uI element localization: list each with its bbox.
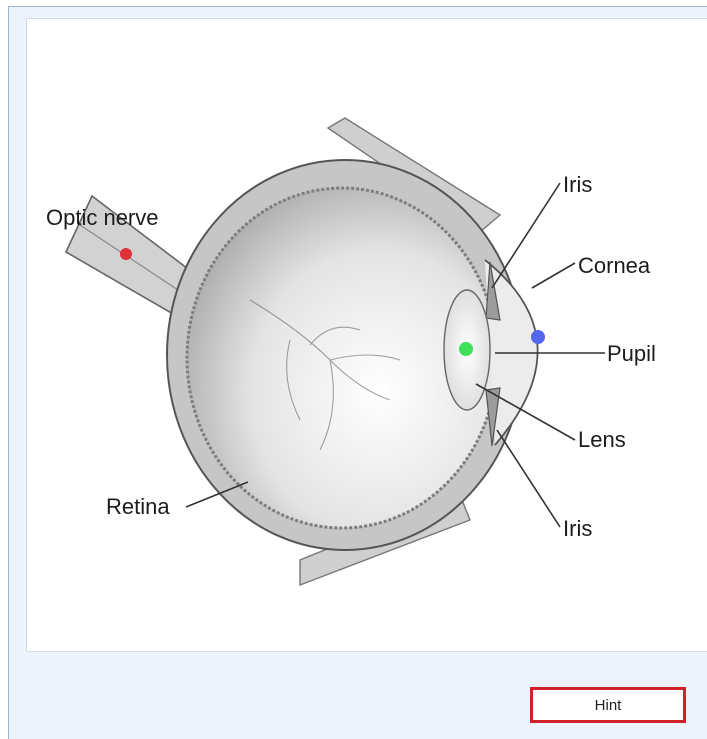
label-retina: Retina	[106, 494, 170, 519]
label-cornea: Cornea	[578, 253, 651, 278]
optic-nerve-marker[interactable]	[120, 248, 132, 260]
cornea-marker[interactable]	[531, 330, 545, 344]
label-iris-bottom: Iris	[563, 516, 592, 541]
lens-marker[interactable]	[459, 342, 473, 356]
label-pupil: Pupil	[607, 341, 656, 366]
label-iris-top: Iris	[563, 172, 592, 197]
hint-button[interactable]: Hint	[530, 687, 686, 723]
label-lens: Lens	[578, 427, 626, 452]
label-optic-nerve: Optic nerve	[46, 205, 159, 230]
